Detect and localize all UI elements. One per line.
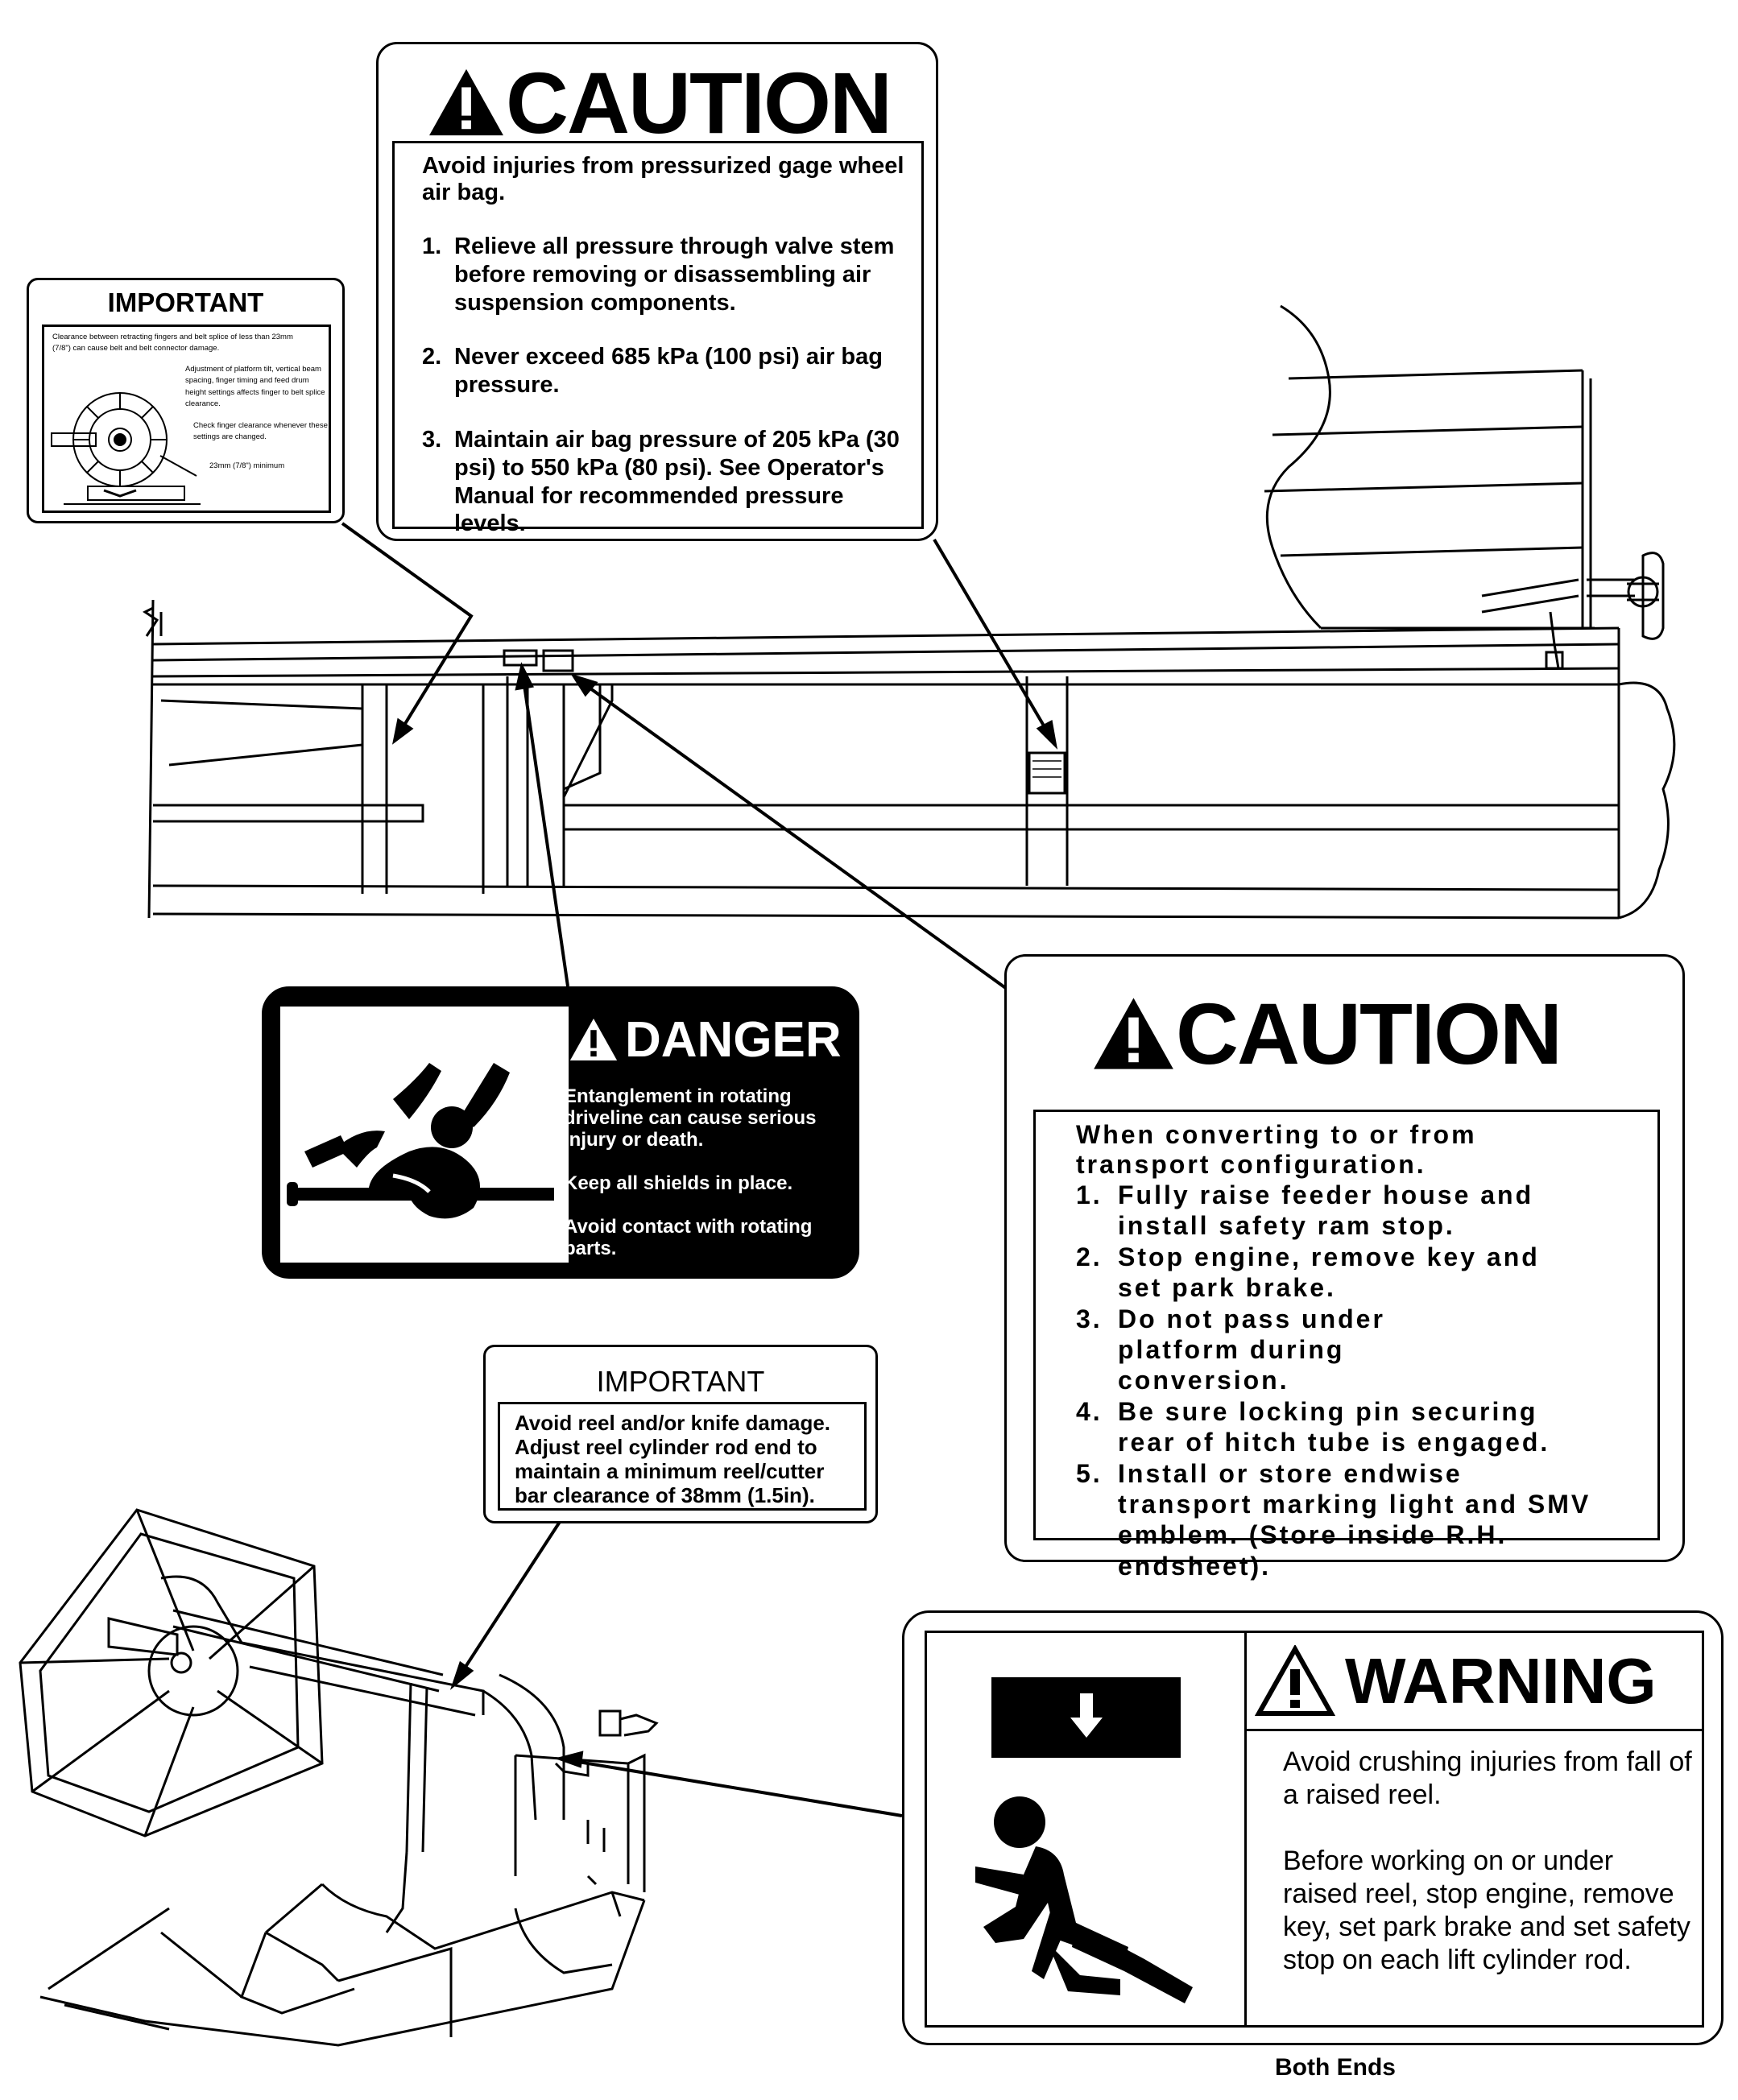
danger-decal-driveline: DANGER Entanglement in rotating drivelin… <box>262 986 859 1279</box>
down-arrow-icon <box>1070 1693 1103 1738</box>
caution-decal-transport-step: 5. Install or store endwise transport ma… <box>1076 1458 1591 1581</box>
caution-decal-transport: CAUTION When converting to or from trans… <box>1004 954 1685 1581</box>
important-decal-reel-text: Avoid reel and/or knife damage. Adjust r… <box>515 1411 831 1507</box>
warning-triangle-icon <box>1255 1645 1335 1716</box>
caution-decal-transport-step: 4. Be sure locking pin securing rear of … <box>1076 1396 1550 1457</box>
warning-text-panel: Avoid crushing injuries from fall of a r… <box>1244 1729 1704 2028</box>
caution-decal-air-bag: CAUTION Avoid injuries from pressurized … <box>376 42 938 541</box>
caution-decal-steps: 1. Relieve all pressure through valve st… <box>422 233 908 538</box>
warning-header-panel: WARNING <box>1244 1631 1704 1731</box>
caution-decal-transport-step: 1. Fully raise feeder house and install … <box>1076 1180 1534 1241</box>
both-ends-label: Both Ends <box>1275 2054 1396 2081</box>
caution-decal-step: 1. Relieve all pressure through valve st… <box>422 234 895 316</box>
danger-decal-header: DANGER <box>569 1003 842 1076</box>
danger-decal-title: DANGER <box>625 1011 842 1068</box>
warning-decal-title: WARNING <box>1345 1645 1657 1717</box>
warning-decal-paragraph-2: Before working on or under raised reel, … <box>1283 1846 1690 1975</box>
warning-decal-raised-reel: WARNING Avoid crushing injuries from fal… <box>902 1610 1724 2045</box>
warning-pictogram-panel <box>925 1631 1247 2028</box>
danger-decal-text: Entanglement in rotating driveline can c… <box>564 1085 846 1259</box>
warning-triangle-icon <box>429 68 503 136</box>
entanglement-pictogram-icon <box>287 1063 554 1219</box>
caution-decal-transport-title: CAUTION <box>1176 984 1562 1082</box>
important-decal-body: Clearance between retracting fingers and… <box>42 325 331 513</box>
danger-decal-paragraph-2: Keep all shields in place. <box>564 1172 793 1194</box>
caution-decal-body: Avoid injuries from pressurized gage whe… <box>392 141 924 536</box>
important-decal-line1: Clearance between retracting fingers and… <box>52 333 293 353</box>
caution-decal-step: 3. Maintain air bag pressure of 205 kPa … <box>422 426 900 537</box>
important-decal-line3: Check finger clearance whenever these se… <box>193 421 328 442</box>
caution-decal-transport-steps: 1. Fully raise feeder house and install … <box>1076 1180 1649 1581</box>
leader-arrows <box>341 522 1058 1817</box>
important-decal-reel-body: Avoid reel and/or knife damage. Adjust r… <box>498 1402 867 1511</box>
caution-decal-header: CAUTION <box>427 53 892 151</box>
important-decal-title: IMPORTANT <box>107 287 264 317</box>
caution-decal-transport-intro: When converting to or from transport con… <box>1076 1120 1477 1179</box>
belt-splice-illustration-icon <box>51 392 201 505</box>
platform-drawing <box>143 304 1676 920</box>
caution-decal-title: CAUTION <box>506 53 892 151</box>
caution-decal-transport-header: CAUTION <box>1091 985 1562 1082</box>
warning-triangle-icon <box>569 1018 618 1061</box>
important-decal-reel-title: IMPORTANT <box>596 1365 765 1398</box>
warning-decal-paragraph-1: Avoid crushing injuries from fall of a r… <box>1283 1747 1692 1810</box>
important-decal-reel-clearance: IMPORTANT Avoid reel and/or knife damage… <box>483 1345 878 1523</box>
caution-decal-transport-step: 2. Stop engine, remove key and set park … <box>1076 1242 1540 1303</box>
caution-decal-step: 2. Never exceed 685 kPa (100 psi) air ba… <box>422 344 883 399</box>
crush-hazard-pictogram-icon <box>975 1677 1193 2003</box>
danger-decal-paragraph-1: Entanglement in rotating driveline can c… <box>564 1085 817 1151</box>
important-decal-line2: Adjustment of platform tilt, vertical be… <box>185 365 325 408</box>
warning-triangle-icon <box>1094 997 1173 1069</box>
warning-decal-frame: WARNING Avoid crushing injuries from fal… <box>925 1631 1704 2028</box>
danger-pictogram-panel <box>280 1007 569 1263</box>
danger-decal-paragraph-3: Avoid contact with rotating parts. <box>564 1216 813 1259</box>
caution-decal-intro: Avoid injuries from pressurized gage whe… <box>422 153 904 205</box>
caution-decal-transport-step: 3. Do not pass under platform during con… <box>1076 1304 1385 1395</box>
important-decal-finger-clearance: IMPORTANT Clearance between retracting f… <box>27 278 345 523</box>
warning-decal-header: WARNING <box>1255 1641 1657 1722</box>
caution-decal-transport-body: When converting to or from transport con… <box>1033 1110 1660 1581</box>
reel-drawing <box>19 1508 659 2047</box>
important-decal-dimension: 23mm (7/8") minimum <box>209 461 285 470</box>
